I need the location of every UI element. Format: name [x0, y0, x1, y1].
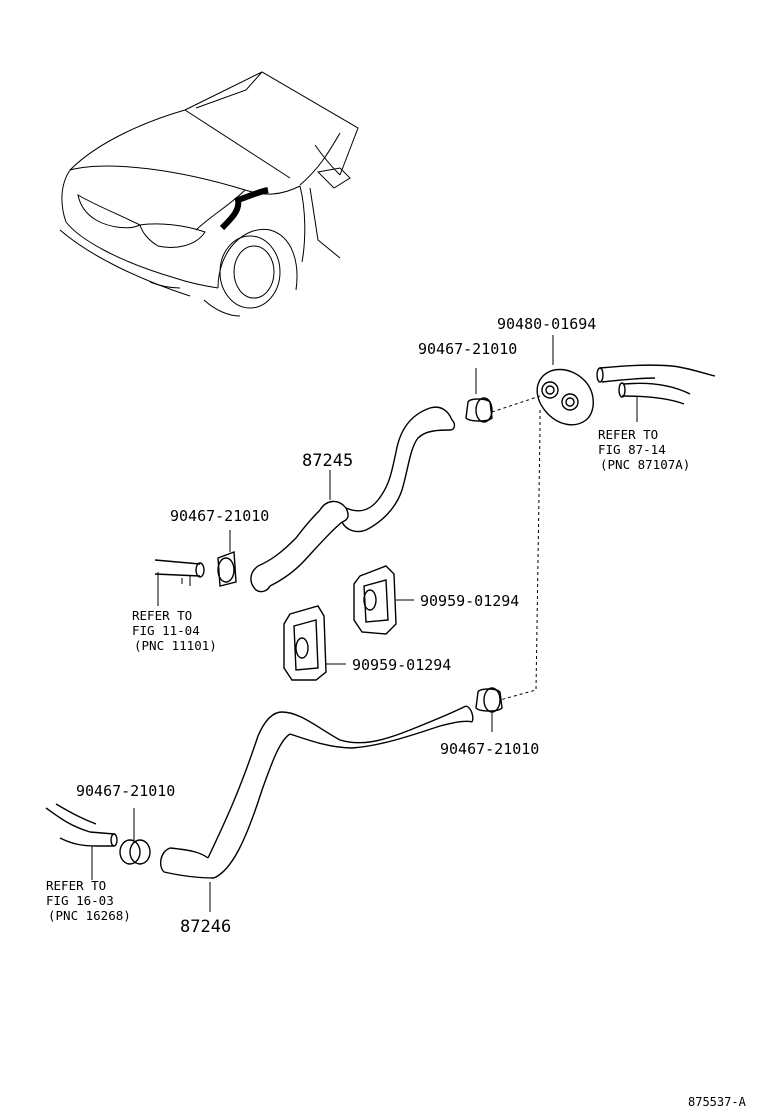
label-grommet: 90480-01694: [497, 315, 596, 333]
figure-code: 875537-A: [688, 1095, 747, 1109]
ref-water-line2: FIG 16-03: [46, 893, 114, 908]
engine-water-pipe: [154, 559, 205, 606]
upper-heater-hose-87245: [250, 406, 456, 593]
routing-dashed-lines: [491, 395, 541, 701]
clamp-mid: [475, 687, 503, 732]
ref-heater-unit: REFER TO FIG 87-14 (PNC 87107A): [598, 427, 690, 472]
clamp-bottom: [119, 808, 151, 865]
car-locator-illustration: [59, 71, 359, 317]
ref-engine-line3: (PNC 11101): [134, 638, 217, 653]
label-clamp-left: 90467-21010: [170, 507, 269, 525]
label-clip-left: 90959-01294: [352, 656, 451, 674]
ref-heater-line1: REFER TO: [598, 427, 658, 442]
clamp-top: [465, 368, 493, 423]
label-hose-upper: 87245: [302, 451, 353, 471]
label-clamp-top: 90467-21010: [418, 340, 517, 358]
ref-water-line3: (PNC 16268): [48, 908, 131, 923]
grommet-90480-01694: [536, 335, 594, 426]
clamp-left: [217, 530, 237, 587]
label-clamp-bottom: 90467-21010: [76, 782, 175, 800]
ref-engine: REFER TO FIG 11-04 (PNC 11101): [132, 608, 217, 653]
ref-engine-line1: REFER TO: [132, 608, 192, 623]
hose-clip-left: [283, 605, 346, 681]
ref-water-line1: REFER TO: [46, 878, 106, 893]
ref-heater-line3: (PNC 87107A): [600, 457, 690, 472]
label-clamp-mid: 90467-21010: [440, 740, 539, 758]
water-pipe-bottom: [45, 803, 118, 880]
hose-clip-right: [353, 565, 414, 635]
ref-heater-line2: FIG 87-14: [598, 442, 666, 457]
ref-water-pipe: REFER TO FIG 16-03 (PNC 16268): [46, 878, 131, 923]
ref-engine-line2: FIG 11-04: [132, 623, 200, 638]
lower-heater-hose-87246: [159, 705, 474, 879]
label-hose-lower: 87246: [180, 917, 231, 937]
label-clip-right: 90959-01294: [420, 592, 519, 610]
heater-unit-pipes: [596, 364, 716, 422]
